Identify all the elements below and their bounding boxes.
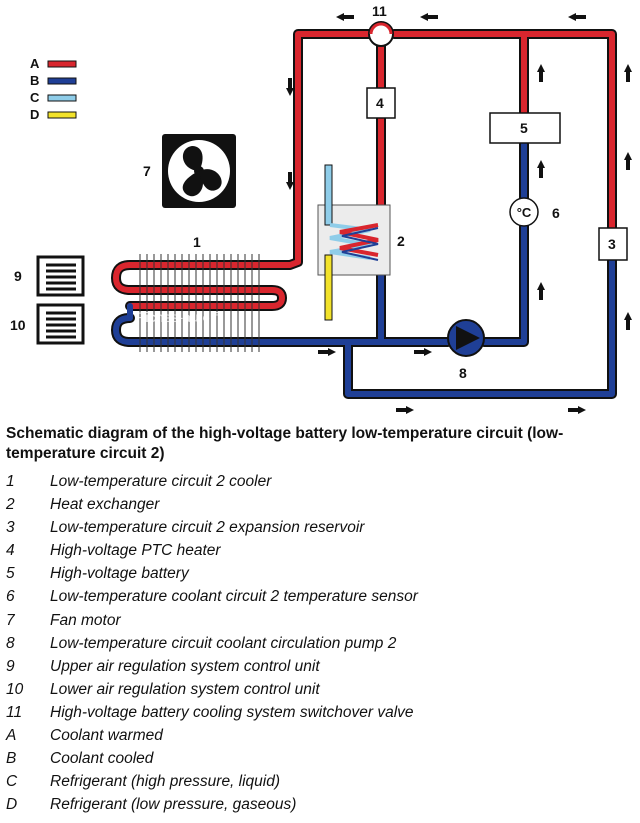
component-labels: 1 2 3 4 5 6 7 8 9 10 11 (10, 3, 616, 381)
svg-text:C: C (30, 90, 40, 105)
label-8: 8 (459, 365, 467, 381)
watermark: Fiches-auto.fr (137, 309, 223, 325)
legend-item-b: B (30, 73, 77, 88)
svg-text:°C: °C (517, 205, 532, 220)
label-11: 11 (372, 3, 387, 19)
flow-arrows (286, 13, 632, 414)
label-9: 9 (14, 268, 22, 284)
label-4: 4 (376, 95, 384, 111)
label-3: 3 (608, 236, 616, 252)
svg-text:A: A (30, 56, 40, 71)
circulation-pump (447, 319, 485, 357)
label-2: 2 (397, 233, 405, 249)
circuit-diagram: A B C D (10, 3, 632, 414)
fan-motor-icon (162, 134, 236, 208)
ptc-heater-box (366, 87, 396, 119)
svg-text:B: B (30, 73, 39, 88)
expansion-reservoir-box (598, 227, 628, 261)
lower-control-unit-icon (36, 303, 85, 345)
cooled-coolant-pipes (111, 139, 617, 399)
label-1: 1 (193, 234, 201, 250)
label-7: 7 (143, 163, 151, 179)
label-6: 6 (552, 205, 560, 221)
cooler-fins (139, 254, 260, 352)
warm-coolant-pipes (111, 29, 617, 311)
legend: A B C D (30, 56, 77, 122)
switchover-valve (368, 21, 394, 47)
svg-text:D: D (30, 107, 39, 122)
diagram-caption: Schematic diagram of the high-voltage ba… (6, 425, 564, 462)
heat-exchanger (317, 164, 391, 321)
temperature-sensor: °C (509, 197, 539, 227)
label-10: 10 (10, 317, 26, 333)
legend-item-c: C (30, 90, 77, 105)
battery-box (489, 112, 561, 144)
upper-control-unit-icon (36, 255, 85, 297)
label-5: 5 (520, 120, 528, 136)
legend-item-d: D (30, 107, 77, 122)
legend-item-a: A (30, 56, 77, 71)
